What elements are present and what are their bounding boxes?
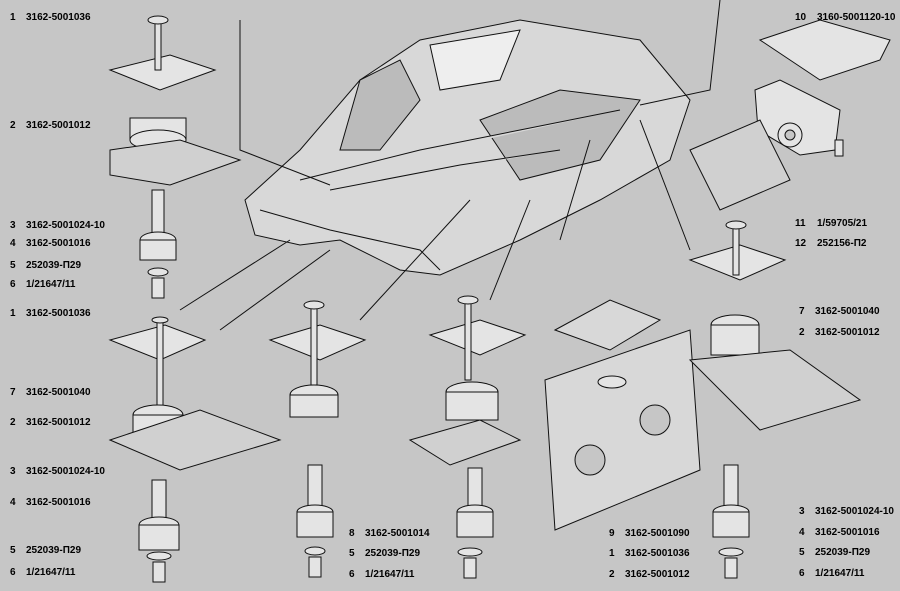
mount-stack-center (408, 295, 527, 579)
mount-stack-right (688, 220, 862, 579)
vehicle-body-illustration (244, 19, 691, 276)
mount-stack-center-left (268, 300, 367, 578)
frame-bracket-illustration (544, 299, 701, 531)
leader-lines (179, 0, 721, 331)
mount-stack-top-left (108, 15, 242, 299)
rear-bracket-illustration (689, 19, 891, 211)
mount-stack-bottom-left (108, 316, 282, 583)
